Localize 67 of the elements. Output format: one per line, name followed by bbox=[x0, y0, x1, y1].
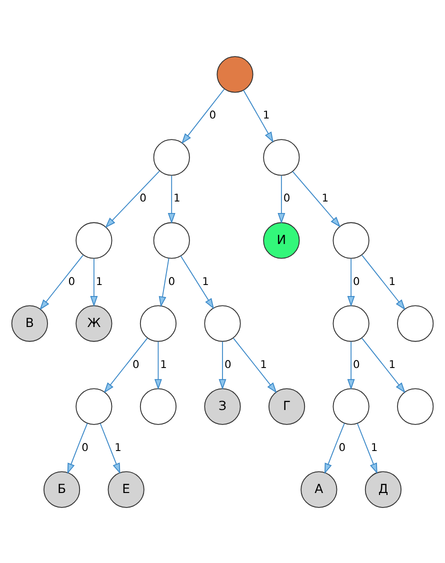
edge-label: 0 bbox=[338, 440, 346, 454]
edge-label: 1 bbox=[262, 108, 270, 122]
arrow bbox=[243, 89, 274, 142]
node-circle bbox=[204, 304, 241, 342]
edge-label: 1 bbox=[260, 357, 267, 370]
arrow bbox=[218, 340, 226, 390]
edge-label: 1 bbox=[160, 357, 167, 370]
node-circle bbox=[153, 138, 190, 176]
node-circle bbox=[216, 56, 254, 92]
node-circle bbox=[332, 304, 370, 342]
node-circle: Г bbox=[268, 388, 306, 424]
arrow bbox=[180, 254, 214, 309]
arrow bbox=[104, 337, 148, 393]
edge-label: 0 bbox=[168, 274, 176, 288]
node-circle bbox=[332, 222, 370, 258]
node-circle: З bbox=[204, 388, 241, 424]
edge-label: 1 bbox=[202, 274, 209, 288]
node-circle: В bbox=[11, 304, 48, 342]
arrow bbox=[67, 422, 88, 474]
node-circle: И bbox=[263, 222, 300, 258]
arrow bbox=[292, 170, 341, 227]
arrow bbox=[168, 174, 176, 224]
edge-label: 0 bbox=[140, 191, 146, 204]
edge-label: 1 bbox=[114, 440, 122, 454]
edge-label: 0 bbox=[353, 274, 360, 288]
arrow bbox=[324, 422, 345, 474]
edge-label: 0 bbox=[68, 274, 76, 288]
node-circle bbox=[140, 304, 177, 342]
edge-label: 1 bbox=[96, 274, 103, 288]
node-circle: Е bbox=[108, 470, 144, 508]
node-circle bbox=[76, 222, 112, 258]
edge-label: 1 bbox=[322, 191, 329, 204]
node-circle bbox=[140, 388, 177, 424]
arrow bbox=[232, 337, 277, 393]
node-circle: Ж bbox=[76, 304, 112, 342]
node-circle bbox=[76, 388, 112, 424]
edge-label: 1 bbox=[388, 274, 396, 288]
edge-label: 0 bbox=[82, 440, 88, 454]
edge-label: 0 bbox=[283, 191, 290, 204]
arrow bbox=[362, 337, 406, 393]
node-circle bbox=[153, 222, 190, 258]
arrow bbox=[347, 340, 355, 390]
edge-label: 1 bbox=[388, 357, 396, 370]
node-circle: Б bbox=[44, 470, 80, 508]
arrow bbox=[105, 170, 160, 228]
node-circle bbox=[263, 138, 300, 176]
edge-label: 1 bbox=[174, 191, 180, 204]
node-circle bbox=[332, 388, 370, 424]
arrow bbox=[90, 258, 98, 306]
edge-label: 0 bbox=[209, 108, 216, 122]
edge-label: 0 bbox=[224, 357, 232, 370]
arrow bbox=[347, 258, 355, 306]
arrow bbox=[278, 174, 286, 224]
arrow bbox=[154, 340, 162, 390]
arrow bbox=[362, 254, 406, 310]
node-circle: Д bbox=[364, 470, 402, 508]
node-circle: А bbox=[300, 470, 338, 508]
edge-label: 0 bbox=[132, 357, 140, 370]
edge-label: 0 bbox=[353, 357, 360, 370]
arrow bbox=[181, 88, 225, 144]
node-circle bbox=[397, 304, 434, 342]
edge-label: 1 bbox=[370, 440, 378, 454]
node-circle bbox=[397, 388, 434, 424]
arrow bbox=[158, 257, 170, 307]
arrow bbox=[100, 422, 120, 474]
arrow bbox=[356, 422, 378, 474]
arrow bbox=[40, 254, 84, 310]
